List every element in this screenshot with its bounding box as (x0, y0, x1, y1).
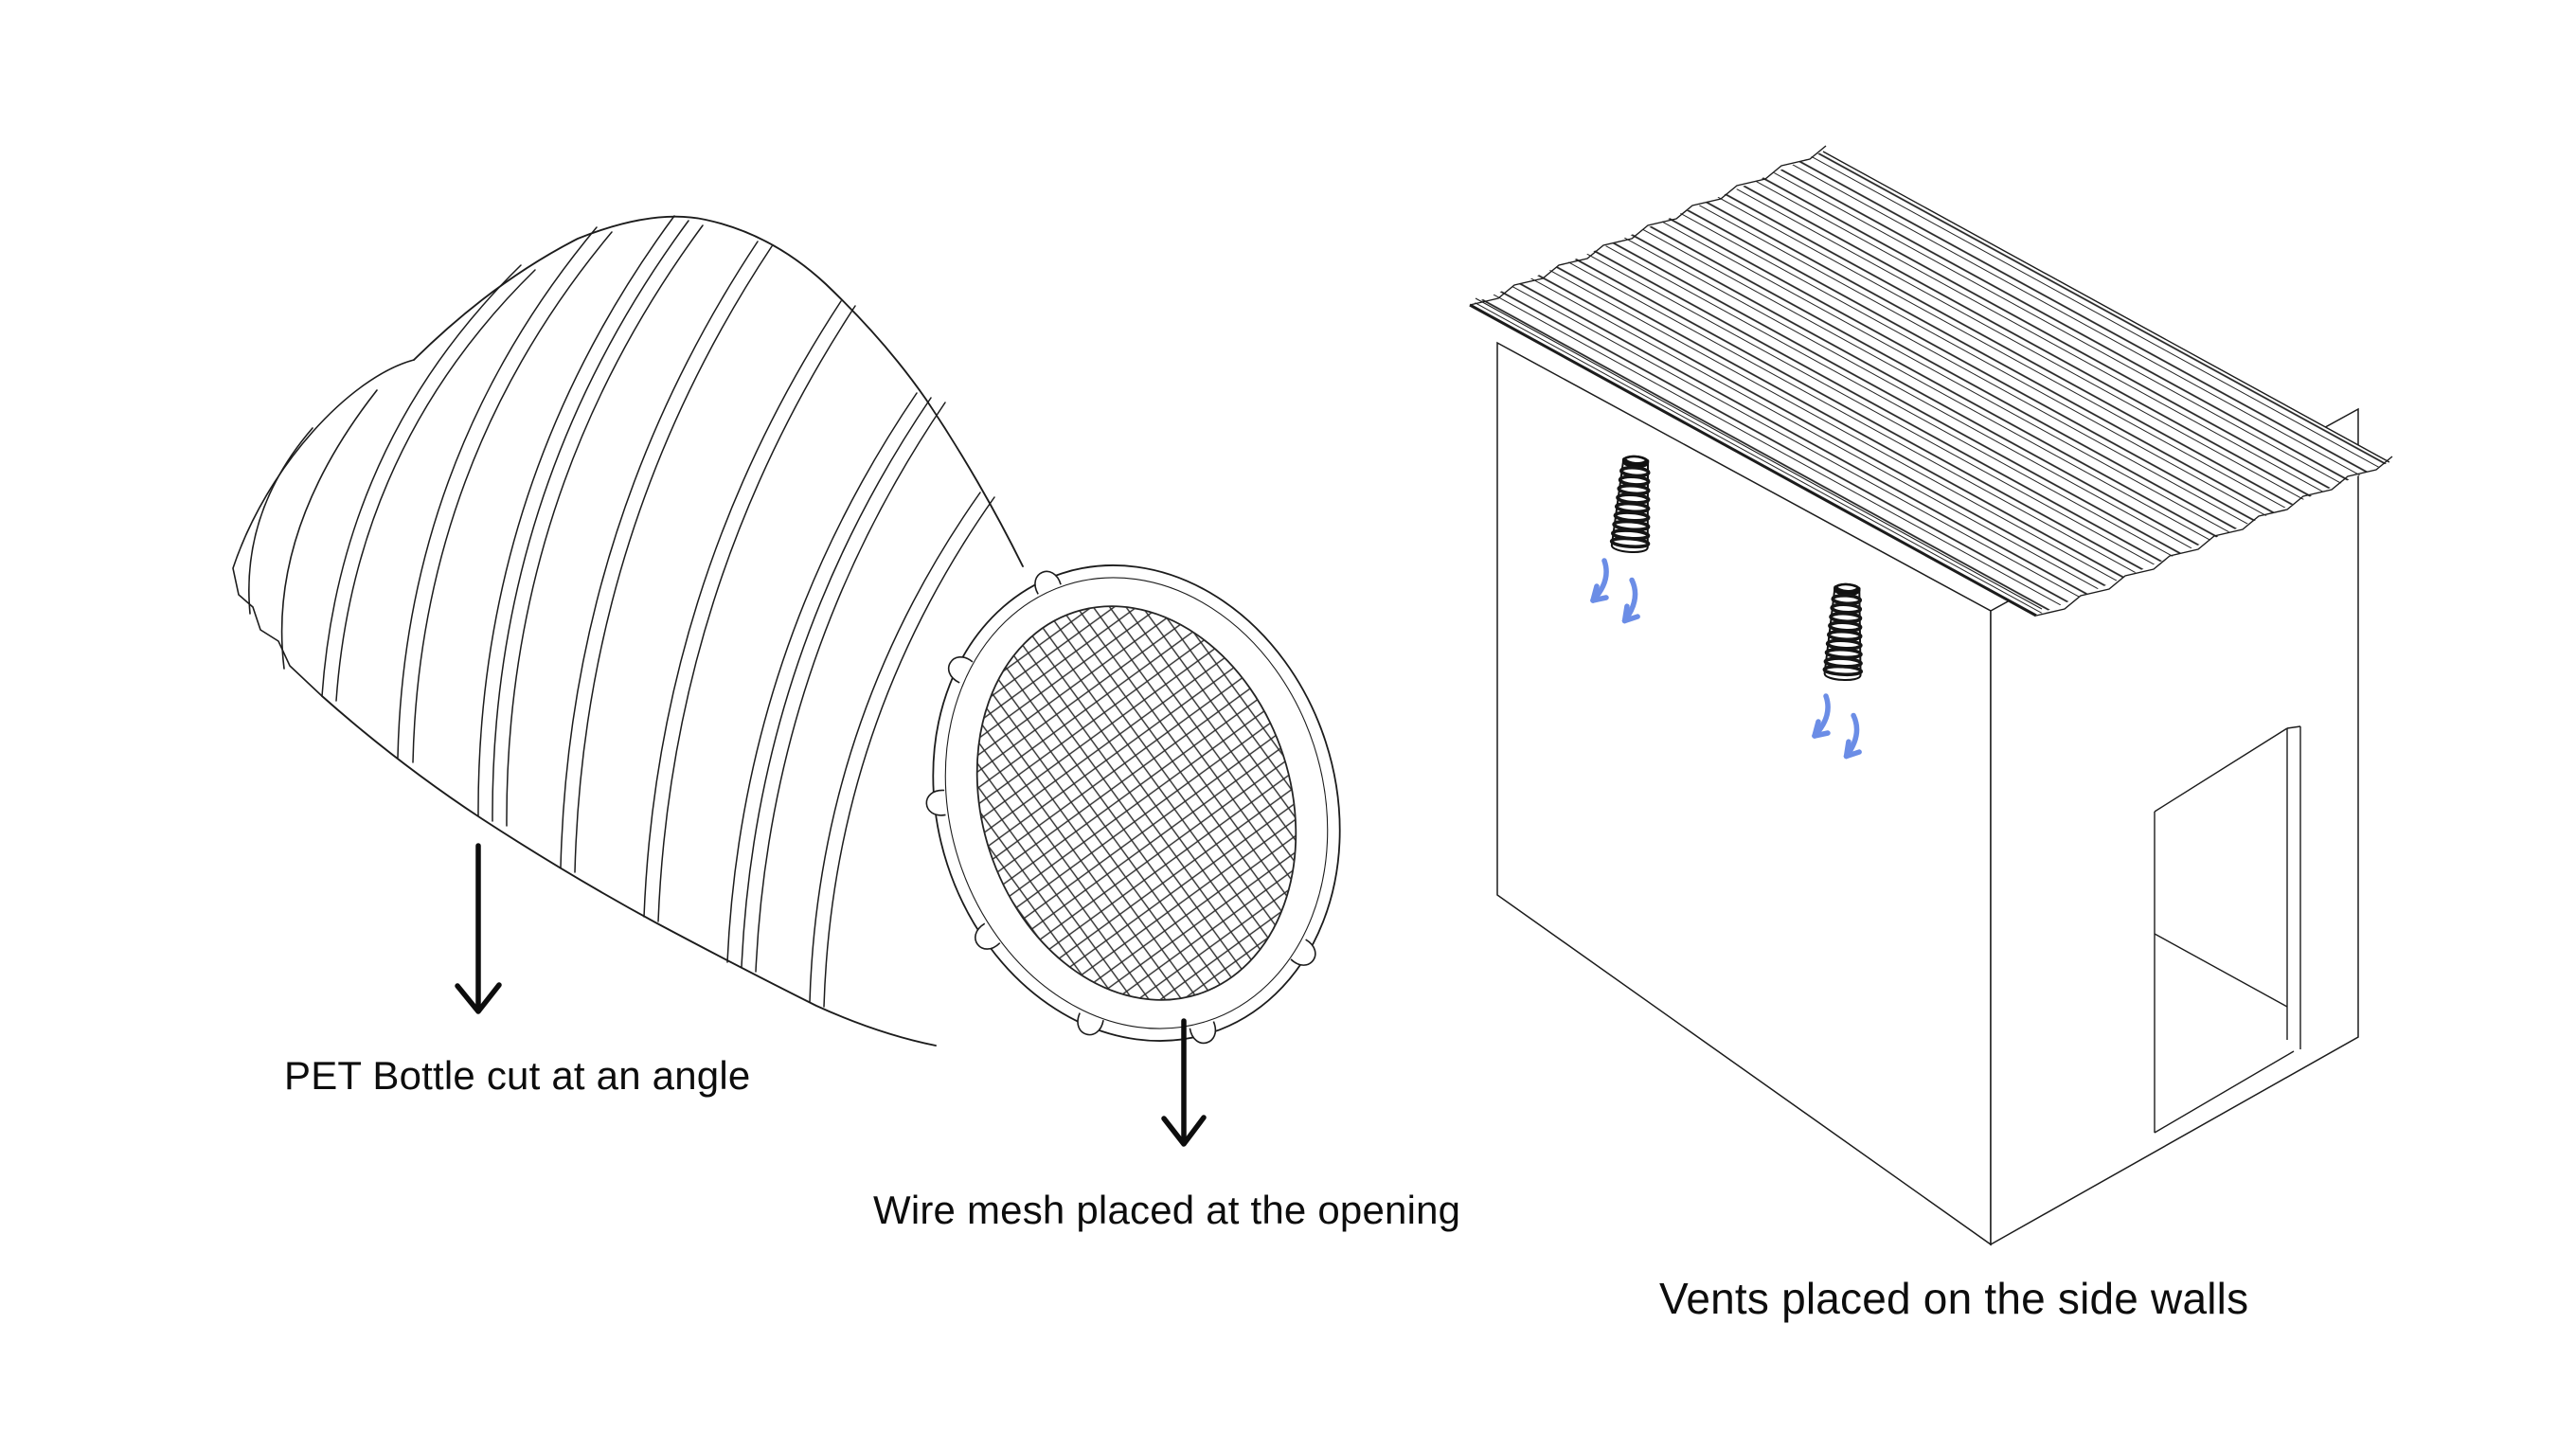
down-arrow-icon (1161, 1018, 1207, 1147)
bottle-base-dome (232, 359, 415, 697)
door-opening (2154, 725, 2301, 1134)
down-arrow-icon (455, 843, 502, 1014)
wire-mesh (975, 605, 1297, 1001)
shed-figure (1469, 145, 2393, 1246)
bottle-rib-lines (321, 215, 995, 1008)
bottle-silhouette (321, 215, 1024, 1046)
mesh-tab (924, 789, 947, 817)
label-pet-bottle: PET Bottle cut at an angle (284, 1053, 751, 1098)
pet-bottle-figure (232, 215, 1024, 1046)
bottle-cut-rim (924, 564, 1341, 1047)
label-vents: Vents placed on the side walls (1659, 1274, 2249, 1323)
annotation-arrows (455, 843, 1207, 1147)
shed-roof (1469, 145, 2393, 617)
label-wire-mesh: Wire mesh placed at the opening (873, 1188, 1461, 1232)
